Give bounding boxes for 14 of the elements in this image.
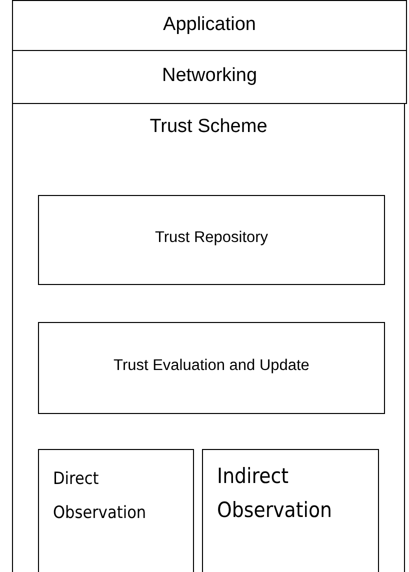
box-label: Trust Scheme [148,116,268,139]
layer-box [12,103,405,572]
component-box [38,449,194,572]
box-label: Networking [160,65,258,88]
component-box [202,449,379,572]
layer-box [12,50,407,104]
box-label: Trust Repository [154,229,270,248]
component-box [38,195,385,285]
component-box [38,322,385,414]
layer-box [12,0,407,51]
box-label: Application [162,14,257,37]
box-label: Indirect Observation [216,463,334,524]
box-label: Trust Evaluation and Update [112,357,310,376]
box-label: Direct Observation [52,468,148,525]
